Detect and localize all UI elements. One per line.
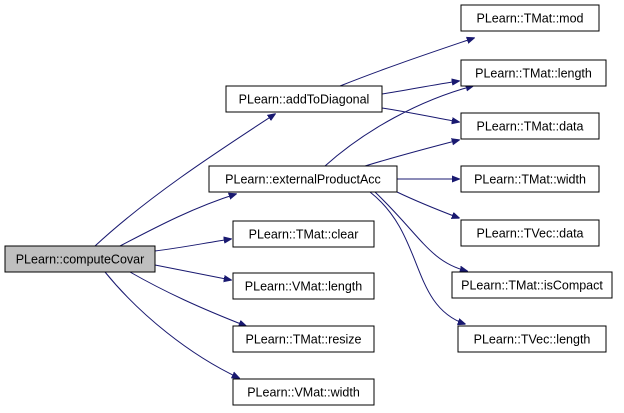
edge-externalProductAcc-to-tmatLength (324, 86, 473, 167)
edge-computeCovar-to-tmatResize (129, 271, 246, 326)
node-label: PLearn::addToDiagonal (239, 93, 370, 107)
edge-computeCovar-to-externalProductAcc (119, 194, 236, 247)
edge-addToDiagonal-to-tmatData (381, 107, 459, 122)
node-tmat-data[interactable]: PLearn::TMat::data (460, 112, 600, 140)
node-tvec-length[interactable]: PLearn::TVec::length (457, 325, 607, 353)
node-tmat-length[interactable]: PLearn::TMat::length (460, 59, 607, 87)
edge-computeCovar-to-addToDiagonal (94, 114, 275, 247)
node-tmat-mod[interactable]: PLearn::TMat::mod (460, 4, 600, 32)
edge-externalProductAcc-to-tmatData (364, 140, 459, 167)
node-tvec-data[interactable]: PLearn::TVec::data (460, 219, 600, 247)
node-compute-covar[interactable]: PLearn::computeCovar (4, 245, 156, 273)
node-vmat-length[interactable]: PLearn::VMat::length (232, 272, 375, 300)
node-tmat-width[interactable]: PLearn::TMat::width (460, 165, 600, 193)
node-tmat-clear[interactable]: PLearn::TMat::clear (232, 220, 375, 248)
node-label: PLearn::VMat::width (247, 386, 360, 400)
edge-addToDiagonal-to-tmatMod (339, 38, 474, 87)
node-label: PLearn::externalProductAcc (225, 173, 381, 187)
edge-externalProductAcc-to-tmatIsCompact (374, 191, 467, 271)
node-label: PLearn::TMat::isCompact (461, 279, 603, 293)
edge-externalProductAcc-to-tvecLength (369, 191, 465, 324)
node-label: PLearn::TMat::data (476, 120, 583, 134)
node-label: PLearn::computeCovar (16, 253, 145, 267)
node-tmat-is-compact[interactable]: PLearn::TMat::isCompact (451, 271, 613, 299)
node-label: PLearn::TMat::mod (477, 12, 584, 26)
node-label: PLearn::TMat::clear (249, 228, 359, 242)
edges-layer (94, 38, 474, 378)
node-label: PLearn::TVec::data (476, 227, 583, 241)
node-label: PLearn::TMat::length (475, 67, 592, 81)
node-label: PLearn::TMat::resize (245, 333, 361, 347)
edge-externalProductAcc-to-tvecData (396, 191, 459, 218)
node-label: PLearn::TMat::width (474, 173, 586, 187)
edge-computeCovar-to-vmatLength (154, 264, 231, 280)
node-tmat-resize[interactable]: PLearn::TMat::resize (232, 325, 375, 353)
edge-computeCovar-to-tmatClear (154, 239, 231, 252)
node-external-product-acc[interactable]: PLearn::externalProductAcc (208, 165, 398, 193)
edge-addToDiagonal-to-tmatLength (381, 81, 459, 95)
node-add-to-diagonal[interactable]: PLearn::addToDiagonal (225, 85, 383, 113)
node-label: PLearn::TVec::length (474, 333, 591, 347)
node-vmat-width[interactable]: PLearn::VMat::width (232, 378, 375, 406)
node-label: PLearn::VMat::length (245, 280, 362, 294)
edge-computeCovar-to-vmatWidth (104, 271, 239, 378)
